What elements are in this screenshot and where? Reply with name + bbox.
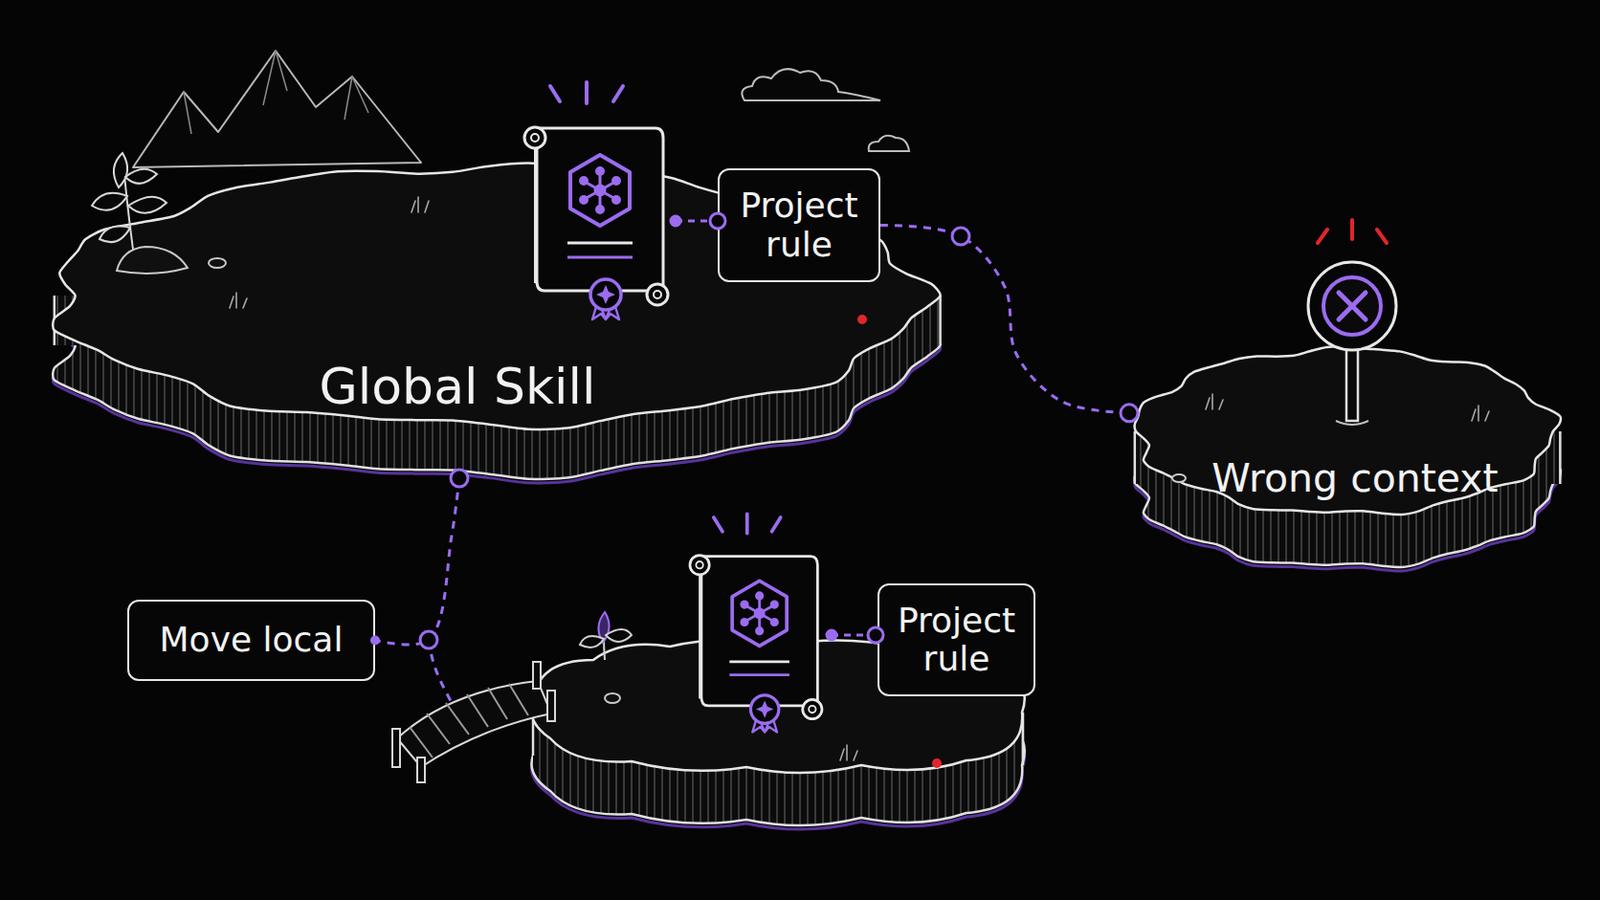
grass-tuft xyxy=(229,292,247,309)
island-top xyxy=(52,162,940,429)
sprout xyxy=(579,612,632,661)
island-title: Global Skill xyxy=(319,358,597,417)
grass-tuft xyxy=(229,197,1489,761)
rock xyxy=(208,258,226,268)
leaf-plant xyxy=(91,153,167,257)
leaf-plant xyxy=(125,169,157,184)
stop-sign xyxy=(1377,229,1387,244)
leaf-plant xyxy=(99,226,131,244)
leaf-plant xyxy=(128,197,167,214)
footbridge xyxy=(547,690,556,722)
clouds xyxy=(868,135,910,152)
rock xyxy=(1172,474,1186,483)
rule-box: Move local xyxy=(127,600,376,682)
grass-tuft xyxy=(1471,405,1489,422)
rock xyxy=(604,693,621,704)
red-dot xyxy=(857,314,867,325)
skill-scroll xyxy=(689,513,823,733)
stop-sign xyxy=(1317,229,1328,244)
red-dot xyxy=(932,758,942,769)
scroll-link xyxy=(867,627,884,644)
footbridge xyxy=(409,684,529,758)
box-label: Move local xyxy=(159,621,344,660)
connector-ring xyxy=(420,631,438,649)
stop-sign xyxy=(1317,220,1387,244)
stop-sign xyxy=(1350,220,1355,240)
island-edge xyxy=(938,295,942,346)
skill-scroll xyxy=(524,82,668,320)
scroll-link xyxy=(670,213,884,644)
island-label: Wrong context xyxy=(1211,456,1498,502)
rock xyxy=(116,246,188,274)
connector-dot xyxy=(370,636,380,646)
island-edge xyxy=(1133,431,1137,485)
rock xyxy=(116,246,1186,704)
rule-box: Project rule xyxy=(717,168,881,283)
box-label: Project rule xyxy=(887,601,1026,680)
footbridge xyxy=(397,681,552,768)
stop-sign xyxy=(1308,220,1397,425)
leaf-plant xyxy=(91,193,128,211)
footbridge xyxy=(417,757,425,783)
mountains xyxy=(183,50,369,134)
stop-sign xyxy=(1323,277,1381,335)
scroll-link xyxy=(710,213,726,229)
rule-box: Project rule xyxy=(877,583,1036,697)
footbridge xyxy=(533,662,541,689)
island-edge xyxy=(1558,431,1562,485)
grass-tuft xyxy=(1205,394,1223,410)
stop-sign xyxy=(1346,346,1358,422)
connector-ring xyxy=(1120,404,1138,423)
grass-tuft xyxy=(840,745,858,761)
sprout xyxy=(579,636,604,648)
scroll-link xyxy=(670,216,681,226)
footbridge xyxy=(392,662,556,783)
island-top xyxy=(1134,346,1561,515)
scroll-link xyxy=(826,630,837,641)
dashed-connector xyxy=(375,478,460,645)
stop-sign xyxy=(1335,421,1369,425)
stop-sign xyxy=(1308,262,1397,351)
island-title: Wrong context xyxy=(1211,456,1498,502)
clouds xyxy=(741,68,881,101)
clouds xyxy=(741,68,910,152)
sprout xyxy=(605,629,632,643)
footbridge xyxy=(392,729,400,768)
island-label: Global Skill xyxy=(319,358,597,417)
stop-sign xyxy=(1338,292,1366,320)
dashed-connector xyxy=(880,224,1130,413)
leaf-plant xyxy=(113,153,128,188)
connector-ring xyxy=(952,227,970,245)
mountains xyxy=(133,50,422,168)
box-label: Project rule xyxy=(727,186,871,265)
mountains xyxy=(133,50,422,168)
connector-ring xyxy=(450,469,468,488)
bridge-path xyxy=(428,640,452,704)
grass-tuft xyxy=(411,197,429,213)
